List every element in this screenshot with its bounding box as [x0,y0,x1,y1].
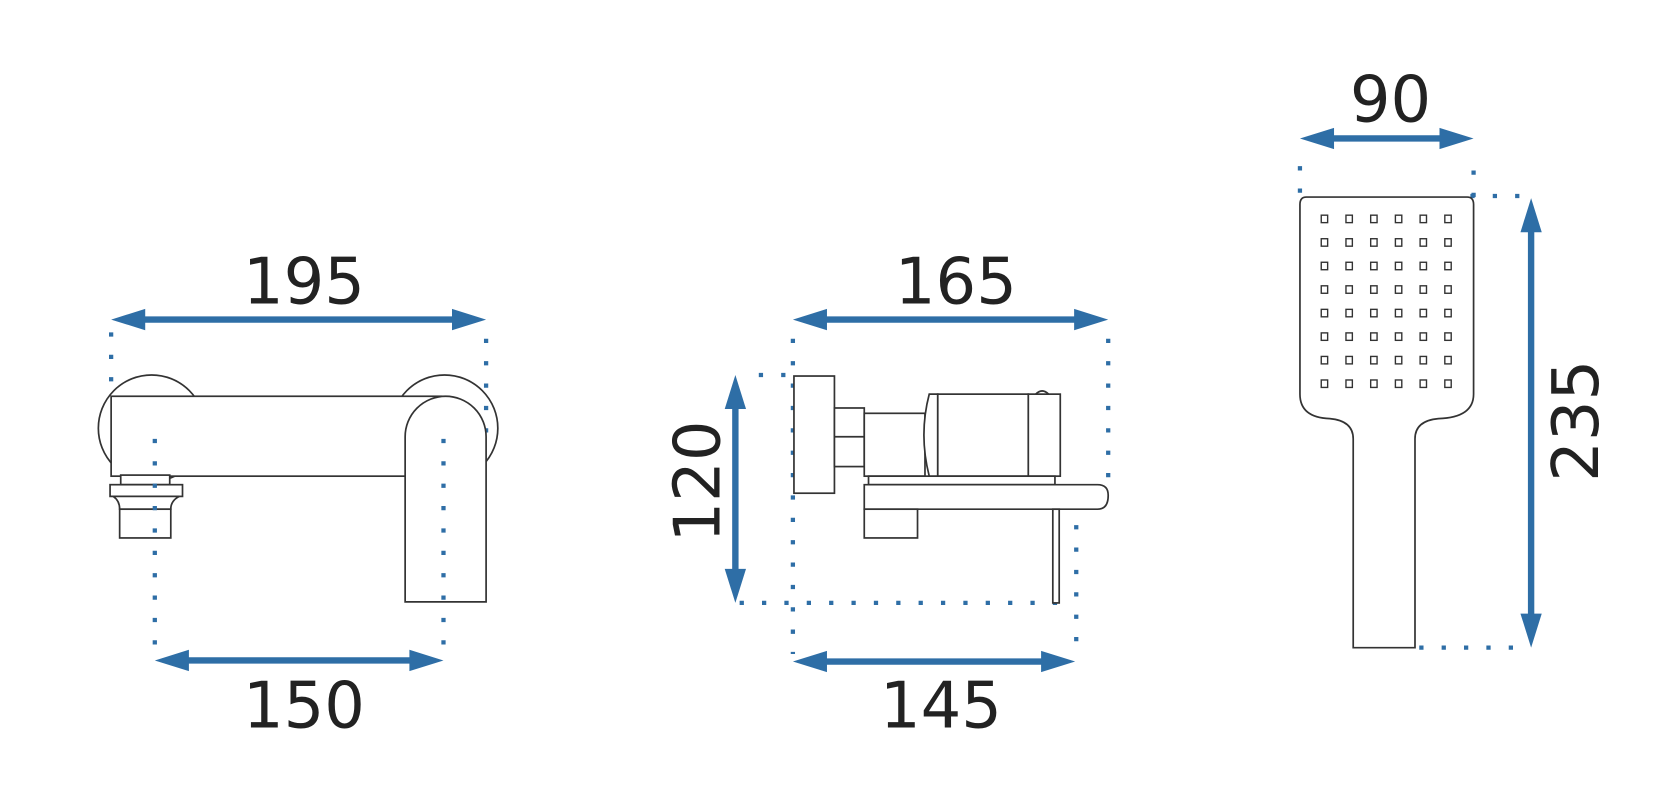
dim-label-235: 235 [1540,360,1614,482]
nozzle [1419,214,1428,224]
nozzle [1345,332,1354,342]
dim-label-150: 150 [243,670,365,744]
mixer-lever [863,483,1110,511]
dim-label-195: 195 [243,246,365,320]
nozzle [1369,379,1378,389]
nozzle [1419,238,1428,247]
nozzle [1369,308,1378,318]
nozzle [1345,285,1354,294]
diverter [118,508,172,539]
nozzle [1444,379,1452,389]
nozzle [1320,308,1329,318]
nozzle [1320,285,1329,294]
nozzle [1345,308,1354,318]
shower-head [1299,196,1475,649]
dim-label-145: 145 [880,670,1002,744]
nozzle [1369,355,1378,365]
spout-body [110,395,443,478]
nozzle [1394,379,1403,389]
nozzle [1320,238,1329,247]
nozzle [1444,332,1452,342]
mixer-drawing: 165 120 145 [661,246,1111,744]
nozzle [1419,332,1428,342]
spout-outlet [404,395,487,603]
nozzle [1320,379,1329,389]
nozzle [1345,238,1354,247]
nozzle [1444,238,1452,247]
nozzle [1419,379,1428,389]
nozzle-grid [1320,214,1452,389]
mixer-body [936,393,1030,478]
dim-label-120: 120 [661,420,735,542]
nozzle [1394,285,1403,294]
nozzle [1320,214,1329,224]
nozzle [1394,261,1403,271]
nozzle [1419,355,1428,365]
nozzle [1369,285,1378,294]
wall-plate [793,375,836,495]
hand-shower-drawing: 90 235 [1297,63,1614,650]
nozzle [1345,379,1354,389]
nozzle [1394,238,1403,247]
spout-drawing: 195 150 [97,246,499,744]
nozzle [1444,308,1452,318]
nozzle [1320,332,1329,342]
nozzle [1419,261,1428,271]
nozzle [1345,355,1354,365]
nozzle [1345,214,1354,224]
nozzle [1444,285,1452,294]
nozzle [1394,332,1403,342]
nozzle [1369,214,1378,224]
nozzle [1369,238,1378,247]
nozzle [1394,308,1403,318]
nozzle [1394,214,1403,224]
nozzle [1444,261,1452,271]
nozzle [1320,355,1329,365]
nozzle [1444,355,1452,365]
dim-label-165: 165 [895,246,1017,320]
dim-label-90: 90 [1350,63,1431,137]
nozzle [1369,332,1378,342]
nozzle [1419,285,1428,294]
nozzle [1369,261,1378,271]
nozzle [1394,355,1403,365]
nozzle [1345,261,1354,271]
nozzle [1320,261,1329,271]
nozzle [1444,214,1452,224]
nozzle [1419,308,1428,318]
